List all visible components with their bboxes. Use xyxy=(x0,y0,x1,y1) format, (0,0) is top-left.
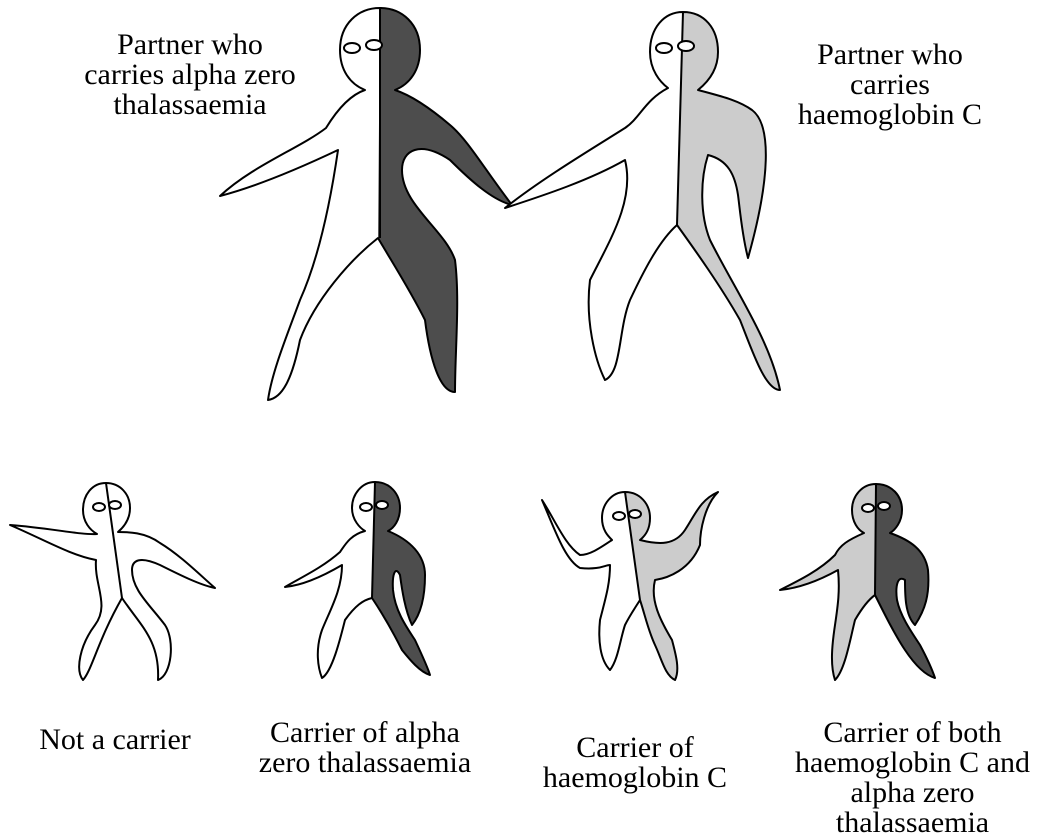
parent-figure-haemoglobin-c-carrier xyxy=(505,12,780,390)
parent-right-figure-right-half xyxy=(677,12,780,390)
parent-right-label: Partner who carries haemoglobin C xyxy=(775,40,1005,130)
child-3-figure-right-eye xyxy=(629,510,641,518)
child-figure-both-carrier xyxy=(780,484,935,680)
parent-right-figure-right-eye xyxy=(678,41,694,51)
child-4-label: Carrier of both haemoglobin C and alpha … xyxy=(780,718,1045,837)
parent-left-figure-right-eye xyxy=(366,40,382,50)
child-figure-not-a-carrier xyxy=(10,483,215,680)
child-2-figure-right-eye xyxy=(376,501,388,509)
child-3-figure-left-half xyxy=(542,492,640,670)
child-1-figure-left-eye xyxy=(93,503,105,511)
child-1-figure-right-eye xyxy=(109,501,121,509)
child-1-label: Not a carrier xyxy=(10,725,220,755)
child-2-figure-left-eye xyxy=(360,503,372,511)
child-1-figure-body xyxy=(10,483,215,680)
parent-left-label: Partner who carries alpha zero thalassae… xyxy=(60,30,320,120)
parent-right-figure-left-half xyxy=(505,12,683,380)
child-4-figure-right-eye xyxy=(878,502,890,510)
parent-left-figure-right-half xyxy=(378,8,512,392)
child-figure-alpha-zero-carrier xyxy=(285,482,430,678)
child-3-figure-left-eye xyxy=(613,512,625,520)
child-4-figure-left-eye xyxy=(862,504,874,512)
child-2-label: Carrier of alpha zero thalassaemia xyxy=(240,718,490,778)
parent-right-figure-left-eye xyxy=(656,43,672,53)
child-3-label: Carrier of haemoglobin C xyxy=(515,733,755,793)
parent-left-figure-left-eye xyxy=(344,43,360,53)
child-figure-haemoglobin-c-carrier xyxy=(542,492,718,680)
